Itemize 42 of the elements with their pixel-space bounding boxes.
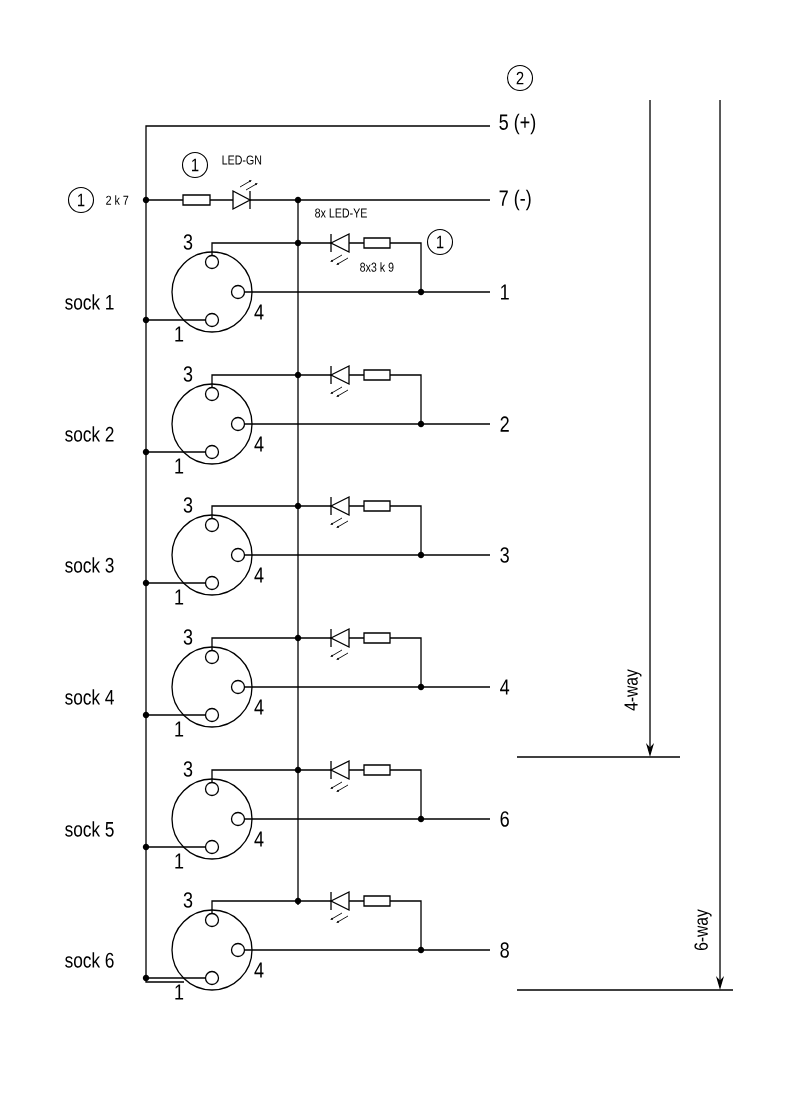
dimension-label: 4-way (624, 669, 642, 711)
component-label: LED-GN (222, 155, 262, 165)
terminal-label: 7 (-) (499, 189, 531, 211)
terminal-label: 8 (500, 942, 509, 958)
pin-number: 1 (175, 984, 184, 1000)
socket-label: sock 2 (65, 426, 114, 442)
terminal-label: 6 (500, 811, 509, 827)
socket-label: sock 3 (65, 557, 114, 573)
pin-number: 3 (183, 761, 193, 777)
pin-number: 4 (254, 567, 264, 583)
terminal-label: 4 (500, 679, 510, 695)
pin-number: 3 (183, 892, 193, 908)
pin-number: 1 (175, 721, 184, 737)
terminal-label: 5 (+) (499, 113, 536, 135)
component-label: 8x LED-YE (315, 208, 367, 218)
pin-number: 3 (183, 629, 193, 645)
pin-number: 4 (254, 304, 264, 320)
pin-number: 3 (183, 366, 193, 382)
component-label: 2 k 7 (106, 195, 129, 205)
pin-number: 4 (254, 436, 264, 452)
callout-number: 1 (181, 151, 209, 179)
socket-label: sock 5 (65, 821, 114, 837)
socket-label: sock 4 (65, 689, 114, 705)
pin-number: 4 (254, 831, 264, 847)
pin-number: 1 (175, 326, 184, 342)
dimension-label: 6-way (694, 909, 712, 950)
terminal-label: 2 (500, 416, 509, 432)
pin-number: 4 (254, 699, 264, 715)
terminal-label: 3 (500, 547, 509, 563)
pin-number: 4 (254, 962, 264, 978)
terminal-label: 1 (501, 284, 509, 300)
pin-number: 1 (175, 458, 184, 474)
callout-number: 1 (67, 186, 95, 214)
pin-number: 1 (175, 853, 184, 869)
socket-label: sock 6 (65, 952, 114, 968)
pin-number: 3 (183, 497, 193, 513)
pin-number: 1 (175, 589, 184, 605)
pin-number: 3 (183, 234, 193, 250)
callout-number: 2 (506, 64, 534, 92)
socket-label: sock 1 (65, 294, 114, 310)
callout-number: 1 (426, 228, 454, 256)
component-label: 8x3 k 9 (360, 262, 394, 272)
